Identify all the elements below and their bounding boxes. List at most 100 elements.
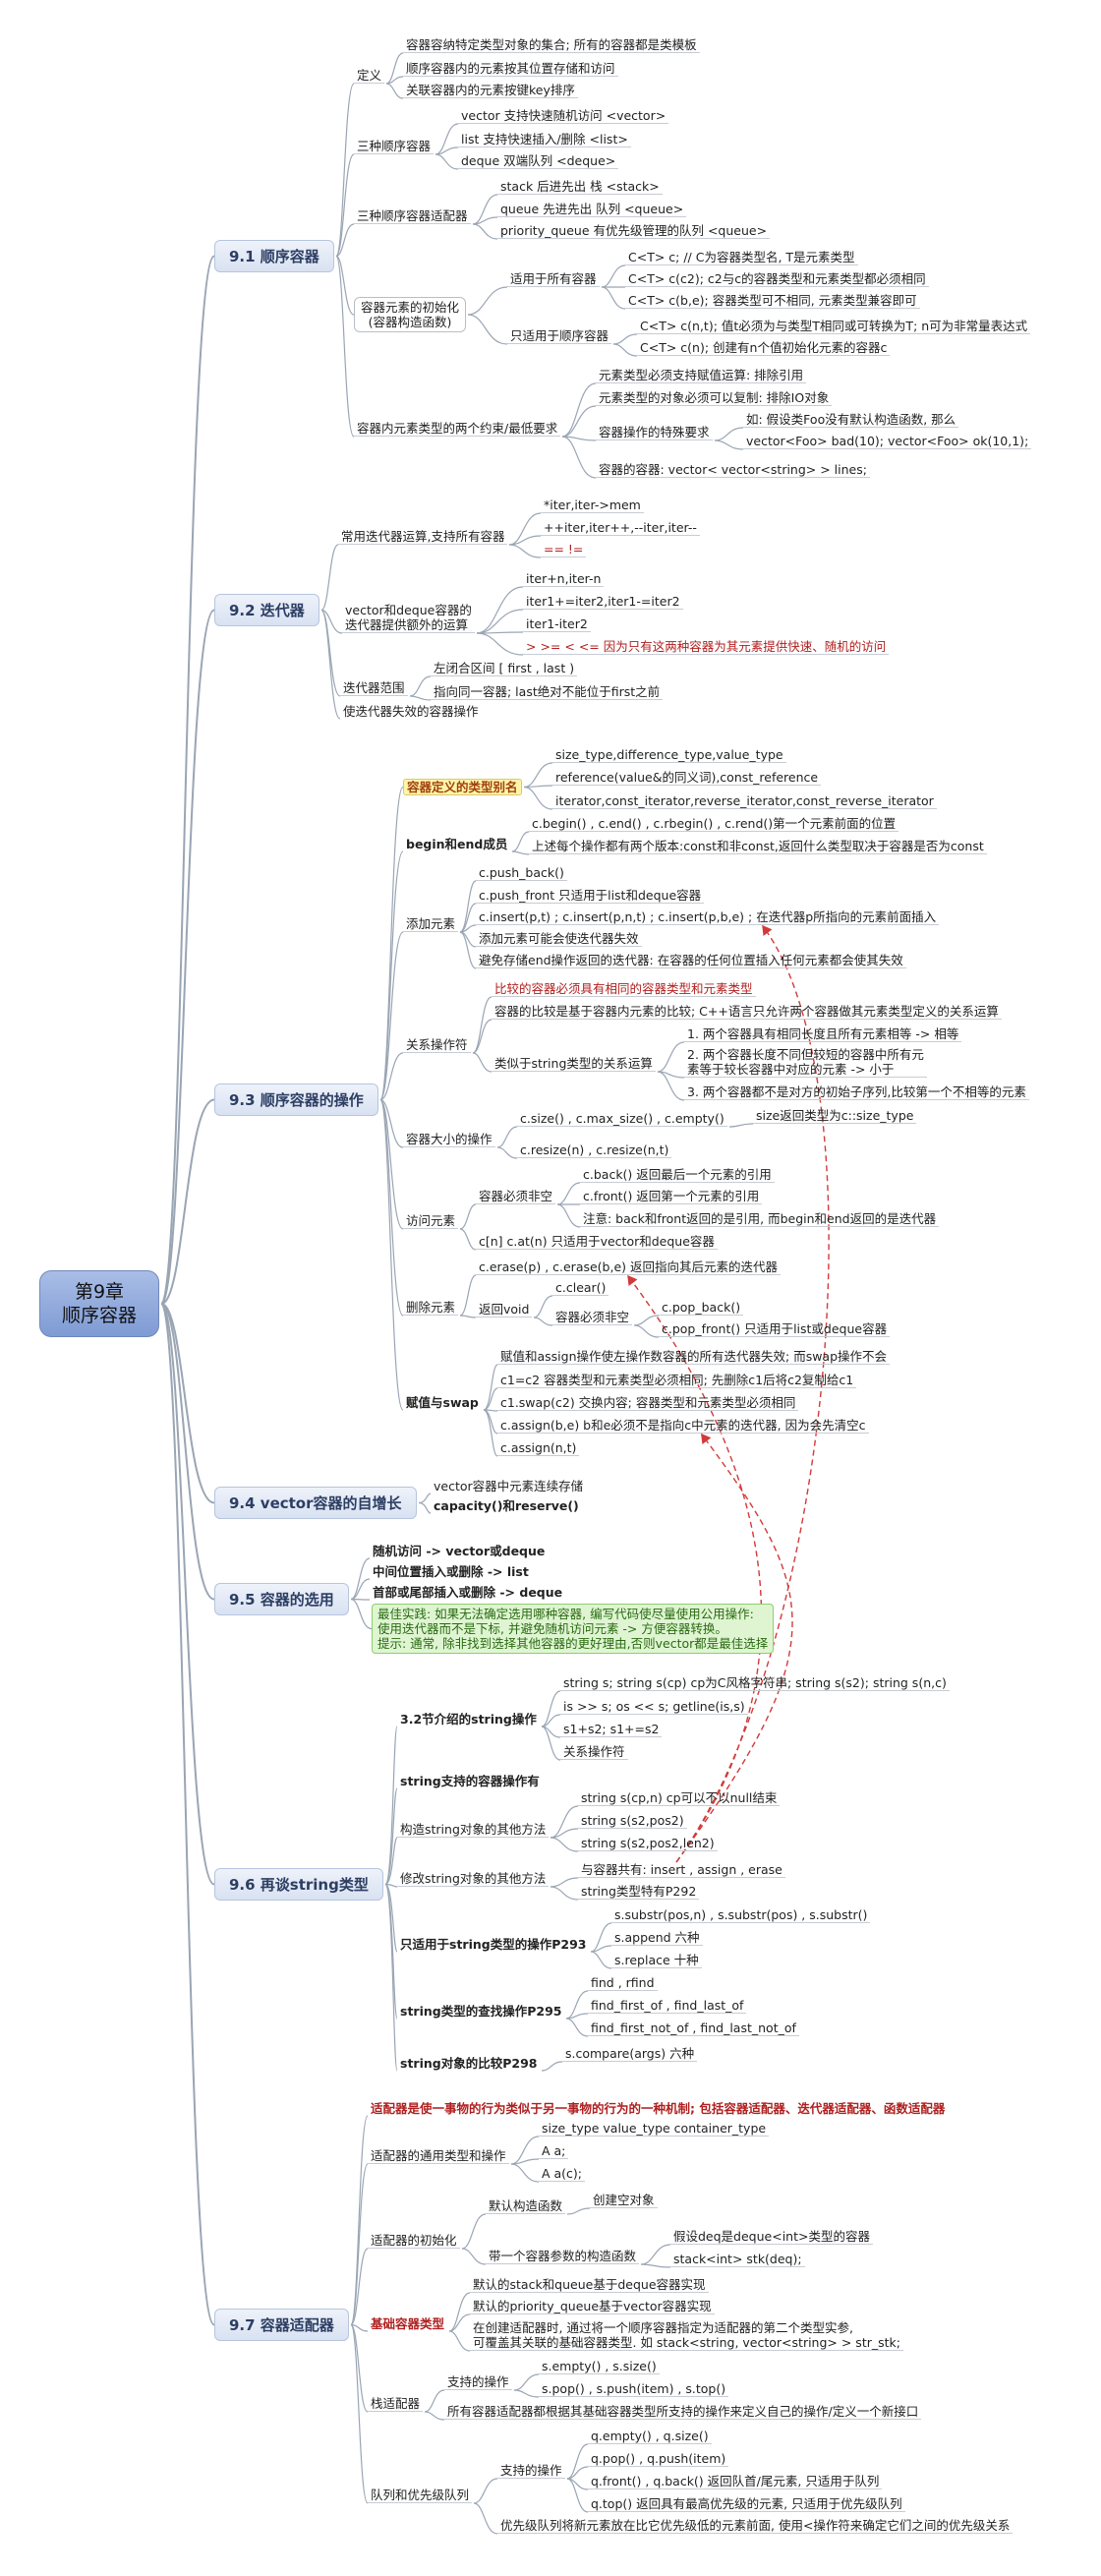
choose-1: 随机访问 -> vector或deque bbox=[373, 1544, 546, 1558]
queue-3: q.front() , q.back() 返回队首/尾元素, 只适用于队列 bbox=[588, 2474, 883, 2489]
ctor-1: string s(cp,n) cp可以不以null结束 bbox=[578, 1790, 781, 1806]
label-assign-swap: 赋值与swap bbox=[406, 1395, 479, 1410]
req-3-b: vector<Foo> bad(10); vector<Foo> ok(10,1… bbox=[743, 434, 1032, 449]
label-seq-containers: 三种顺序容器 bbox=[354, 139, 435, 154]
size-2: c.resize(n) , c.resize(n,t) bbox=[517, 1142, 672, 1158]
begin-end-2: 上述每个操作都有两个版本:const和非const,返回什么类型取决于容器是否为… bbox=[529, 839, 987, 854]
req-4: 容器的容器: vector< vector<string> > lines; bbox=[596, 462, 870, 478]
label-string-ctor: 构造string对象的其他方法 bbox=[397, 1822, 550, 1838]
choose-3: 首部或尾部插入或删除 -> deque bbox=[373, 1585, 563, 1600]
label-add-elements: 添加元素 bbox=[403, 916, 459, 932]
label-delete: 删除元素 bbox=[403, 1300, 459, 1316]
delete-3: c.pop_back() bbox=[659, 1300, 744, 1316]
add-3: c.insert(p,t) ; c.insert(p,n,t) ; c.inse… bbox=[476, 909, 940, 925]
label-all-containers: 适用于所有容器 bbox=[507, 271, 600, 287]
queue-2: q.pop() , q.push(item) bbox=[588, 2451, 729, 2467]
section-9-2[interactable]: 9.2 迭代器 bbox=[214, 594, 319, 626]
root-topic[interactable]: 第9章 顺序容器 bbox=[39, 1270, 160, 1337]
delete-4: c.pop_front() 只适用于list或deque容器 bbox=[659, 1321, 891, 1337]
section-9-6[interactable]: 9.6 再谈string类型 bbox=[214, 1868, 383, 1901]
rel-rule-1: 1. 两个容器具有相同长度且所有元素相等 -> 相等 bbox=[684, 1026, 962, 1042]
vd-op-4: > >= < <= 因为只有这两种容器为其元素提供快速、随机的访问 bbox=[523, 639, 890, 655]
access-non-empty: 容器必须非空 bbox=[476, 1189, 556, 1204]
vd-op-3: iter1-iter2 bbox=[523, 616, 591, 632]
init-default-1: 创建空对象 bbox=[590, 2193, 658, 2208]
swap-3: c1.swap(c2) 交换内容; 容器类型和元素类型必须相同 bbox=[497, 1395, 799, 1411]
growth-1: vector容器中元素连续存储 bbox=[434, 1479, 584, 1493]
access-3: 注意: back和front返回的是引用, 而begin和end返回的是迭代器 bbox=[580, 1211, 940, 1227]
req-3: 容器操作的特殊要求 bbox=[596, 425, 713, 440]
stack-3: 所有容器适配器都根据其基础容器类型所支持的操作来定义自己的操作/定义一个新接口 bbox=[444, 2404, 922, 2420]
size-1-b: size返回类型为c::size_type bbox=[753, 1108, 917, 1124]
label-adaptor-types: 适配器的通用类型和操作 bbox=[368, 2148, 509, 2164]
req-1: 元素类型必须支持赋值运算: 排除引用 bbox=[596, 368, 807, 383]
add-2: c.push_front 只适用于list和deque容器 bbox=[476, 888, 705, 904]
label-stack-adaptor: 栈适配器 bbox=[368, 2396, 424, 2412]
str-op-1: string s; string s(cp) cp为C风格字符串; string… bbox=[560, 1675, 950, 1691]
label-size-ops: 容器大小的操作 bbox=[403, 1132, 495, 1147]
rel-2: 容器的比较是基于容器内元素的比较; C++语言只允许两个容器做其元素类型定义的关… bbox=[492, 1004, 1002, 1020]
alias-2: reference(value&的同义词),const_reference bbox=[552, 770, 822, 786]
modify-1: 与容器共有: insert , assign , erase bbox=[578, 1862, 785, 1878]
section-9-3[interactable]: 9.3 顺序容器的操作 bbox=[214, 1083, 378, 1116]
section-9-1[interactable]: 9.1 顺序容器 bbox=[214, 240, 334, 272]
def-item-1: 容器容纳特定类型对象的集合; 所有的容器都是类模板 bbox=[403, 37, 700, 53]
iter-op-1: *iter,iter->mem bbox=[541, 498, 644, 513]
find-1: find , rfind bbox=[588, 1975, 658, 1991]
types-3: A a(c); bbox=[539, 2166, 586, 2182]
label-string-ops-32: 3.2节介绍的string操作 bbox=[400, 1712, 537, 1727]
types-1: size_type value_type container_type bbox=[539, 2121, 770, 2137]
delete-1: c.erase(p) , c.erase(b,e) 返回指向其后元素的迭代器 bbox=[476, 1259, 782, 1275]
queue-4: q.top() 返回具有最高优先级的元素, 只适用于优先级队列 bbox=[588, 2496, 905, 2512]
adaptor-definition: 适配器是使一事物的行为类似于另一事物的行为的一种机制; 包括容器适配器、迭代器适… bbox=[371, 2101, 946, 2116]
find-3: find_first_not_of , find_last_not_of bbox=[588, 2020, 799, 2036]
section-9-4[interactable]: 9.4 vector容器的自增长 bbox=[214, 1487, 417, 1519]
modify-2: string类型特有P292 bbox=[578, 1884, 700, 1900]
seq-vector: vector 支持快速随机访问 <vector> bbox=[458, 108, 669, 124]
delete-non-empty: 容器必须非空 bbox=[552, 1310, 633, 1325]
rel-rule-2: 2. 两个容器长度不同但较短的容器中所有元 素等于较长容器中对应的元素 -> 小… bbox=[684, 1047, 927, 1078]
access-2: c.front() 返回第一个元素的引用 bbox=[580, 1189, 763, 1204]
queue-5: 优先级队列将新元素放在比它优先级低的元素前面, 使用<操作符来确定它们之间的优先… bbox=[497, 2518, 1014, 2534]
label-string-only: 只适用于string类型的操作P293 bbox=[400, 1937, 587, 1952]
add-1: c.push_back() bbox=[476, 865, 567, 881]
range-2: 指向同一容器; last绝对不能位于first之前 bbox=[431, 684, 664, 700]
init-param: 带一个容器参数的构造函数 bbox=[486, 2249, 640, 2264]
only-1: s.substr(pos,n) , s.substr(pos) , s.subs… bbox=[611, 1907, 871, 1923]
def-item-3: 关联容器内的元素按键key排序 bbox=[403, 83, 578, 98]
ctor-2: string s(s2,pos2) bbox=[578, 1813, 687, 1829]
base-1: 默认的stack和queue基于deque容器实现 bbox=[470, 2277, 709, 2293]
swap-5: c.assign(n,t) bbox=[497, 1440, 580, 1456]
choose-2: 中间位置插入或删除 -> list bbox=[373, 1564, 529, 1579]
section-9-7[interactable]: 9.7 容器适配器 bbox=[214, 2309, 349, 2341]
label-adaptor-init: 适配器的初始化 bbox=[368, 2233, 460, 2249]
growth-2: capacity()和reserve() bbox=[434, 1498, 579, 1513]
swap-2: c1=c2 容器类型和元素类型必须相同; 先删除c1后将c2复制给c1 bbox=[497, 1373, 857, 1388]
stack-ops-label: 支持的操作 bbox=[444, 2374, 512, 2390]
init-param-1: 假设deq是deque<int>类型的容器 bbox=[670, 2229, 873, 2245]
label-range: 迭代器范围 bbox=[340, 680, 408, 696]
req-2: 元素类型的对象必须可以复制: 排除IO对象 bbox=[596, 390, 833, 406]
label-string-compare: string对象的比较P298 bbox=[400, 2056, 538, 2071]
section-9-5[interactable]: 9.5 容器的选用 bbox=[214, 1583, 349, 1615]
alias-1: size_type,difference_type,value_type bbox=[552, 747, 786, 763]
label-common-ops: 常用迭代器运算,支持所有容器 bbox=[338, 529, 508, 545]
label-base-container: 基础容器类型 bbox=[371, 2316, 445, 2331]
swap-4: c.assign(b,e) b和e必须不是指向c中元素的迭代器, 因为会先清空c bbox=[497, 1418, 869, 1434]
label-init: 容器元素的初始化 (容器构造函数) bbox=[354, 297, 467, 332]
adaptor-priority-queue: priority_queue 有优先级管理的队列 <queue> bbox=[497, 223, 771, 239]
def-item-2: 顺序容器内的元素按其位置存储和访问 bbox=[403, 61, 618, 77]
swap-1: 赋值和assign操作使左操作数容器的所有迭代器失效; 而swap操作不会 bbox=[497, 1349, 891, 1365]
label-requirements: 容器内元素类型的两个约束/最低要求 bbox=[354, 421, 561, 437]
init-default: 默认构造函数 bbox=[486, 2198, 566, 2214]
vd-op-1: iter+n,iter-n bbox=[523, 571, 605, 587]
best-practice-tip: 最佳实践: 如果无法确定选用哪种容器, 编写代码使尽量使用公用操作: 使用迭代器… bbox=[372, 1604, 775, 1654]
seq-deque: deque 双端队列 <deque> bbox=[458, 153, 619, 169]
label-access: 访问元素 bbox=[403, 1213, 459, 1229]
only-2: s.append 六种 bbox=[611, 1930, 703, 1946]
ctor-3: string s(s2,pos2,len2) bbox=[578, 1836, 718, 1851]
range-1: 左闭合区间 [ first , last ) bbox=[431, 661, 578, 676]
label-vector-deque-ops: vector和deque容器的 迭代器提供额外的运算 bbox=[342, 603, 475, 633]
